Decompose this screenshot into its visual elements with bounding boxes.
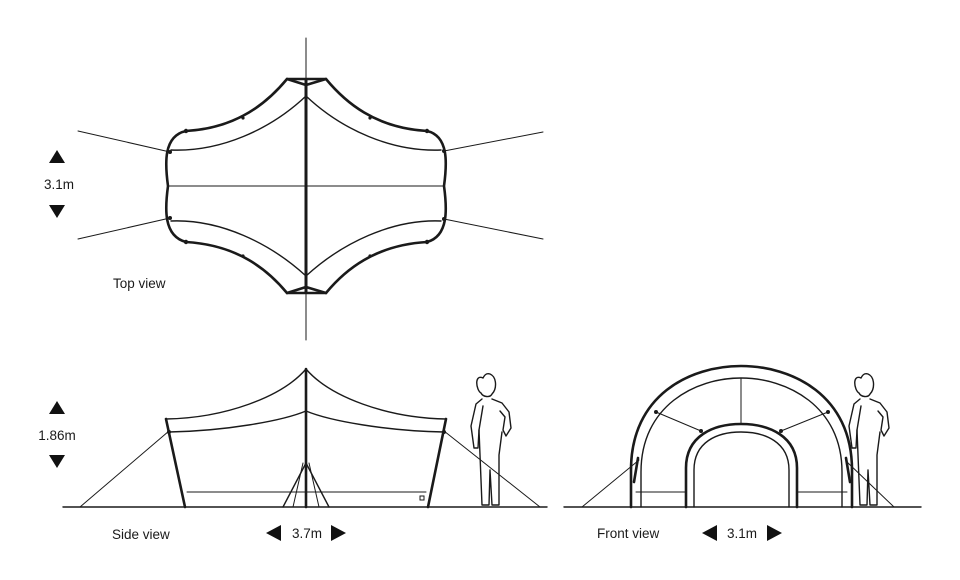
anchor-point: [183, 239, 189, 245]
fly-edge: [170, 220, 442, 277]
arrow-right-icon: [331, 525, 346, 541]
door-arch: [684, 422, 799, 509]
top-view-dimension: 3.1m: [44, 177, 74, 192]
guy-line: [443, 430, 541, 508]
canopy-seam: [780, 411, 829, 432]
canopy-seam: [655, 411, 702, 432]
door-arch: [693, 431, 790, 508]
anchor-point: [424, 128, 430, 134]
arrow-left-icon: [266, 525, 281, 541]
front-view-drawing: [563, 364, 922, 509]
guy-line: [443, 131, 544, 152]
anchor-point: [442, 217, 446, 221]
arrow-left-icon: [702, 525, 717, 541]
person-figure: [848, 372, 890, 506]
guy-line: [77, 130, 171, 153]
side-bracket: [632, 456, 640, 484]
side-view-height: 1.86m: [38, 428, 76, 443]
guy-line: [846, 461, 895, 508]
tripod-leg: [308, 462, 320, 508]
fly-edge: [170, 95, 442, 151]
tripod-leg: [305, 462, 330, 508]
guy-line: [581, 459, 640, 508]
side-view-label: Side view: [112, 527, 170, 542]
anchor-point: [779, 429, 783, 433]
anchor-point: [241, 116, 245, 120]
anchor-point: [167, 430, 171, 434]
arrow-down-icon: [49, 455, 65, 468]
anchor-point: [183, 128, 189, 134]
anchor-point: [442, 149, 446, 153]
anchor-point: [241, 254, 245, 258]
arrow-up-icon: [49, 401, 65, 414]
front-view-width: 3.1m: [727, 526, 757, 541]
vent-mark: [419, 495, 425, 501]
side-bracket: [844, 456, 852, 484]
arrow-right-icon: [767, 525, 782, 541]
arrow-down-icon: [49, 205, 65, 218]
guy-line: [443, 218, 544, 240]
tripod-leg: [282, 462, 307, 508]
anchor-point: [168, 150, 172, 154]
pole-cap: [285, 285, 328, 295]
anchor-point: [368, 116, 372, 120]
side-view-drawing: [62, 367, 548, 509]
anchor-point: [654, 410, 658, 414]
anchor-point: [442, 430, 446, 434]
guy-line: [77, 217, 171, 240]
pole-cap: [285, 77, 328, 87]
arrow-up-icon: [49, 150, 65, 163]
person-figure: [470, 372, 512, 506]
top-view-drawing: [77, 37, 544, 341]
anchor-point: [368, 254, 372, 258]
anchor-point: [424, 239, 430, 245]
anchor-point: [699, 429, 703, 433]
front-view-label: Front view: [597, 526, 660, 541]
guy-line: [79, 430, 170, 508]
tripod-leg: [292, 462, 304, 508]
anchor-point: [826, 410, 830, 414]
outer-arch: [629, 364, 854, 509]
top-view-label: Top view: [113, 276, 166, 291]
anchor-point: [168, 216, 172, 220]
side-view-width: 3.7m: [292, 526, 322, 541]
